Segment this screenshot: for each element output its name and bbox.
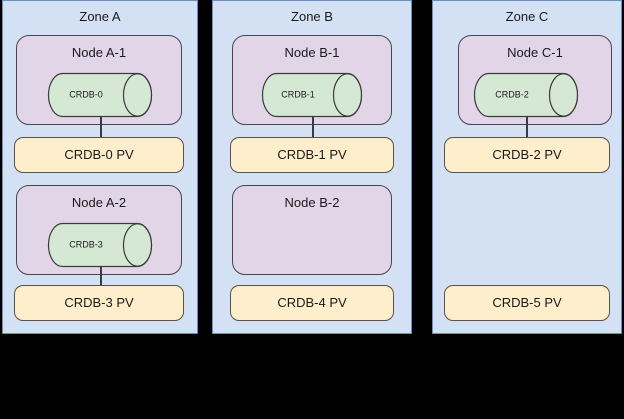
- node-title-node-b-2: Node B-2: [284, 195, 340, 210]
- persistent-volume-pv-crdb-4: CRDB-4 PV: [230, 285, 394, 321]
- database-label-crdb-2: CRDB-2: [495, 89, 529, 100]
- zone-title-zone-b: Zone B: [291, 9, 333, 24]
- node-title-node-a-1: Node A-1: [71, 45, 127, 60]
- node-title-node-b-1: Node B-1: [284, 45, 340, 60]
- persistent-volume-pv-crdb-1: CRDB-1 PV: [230, 137, 394, 173]
- persistent-volume-label-pv-crdb-2: CRDB-2 PV: [492, 147, 562, 162]
- persistent-volume-pv-crdb-3: CRDB-3 PV: [14, 285, 184, 321]
- cylinder-shape-icon: [47, 222, 153, 268]
- connector-line-node-b-1: [312, 117, 314, 141]
- persistent-volume-label-pv-crdb-0: CRDB-0 PV: [64, 147, 134, 162]
- zone-title-zone-a: Zone A: [79, 9, 121, 24]
- database-label-crdb-0: CRDB-0: [69, 89, 103, 100]
- database-label-crdb-1: CRDB-1: [281, 89, 315, 100]
- cylinder-shape-icon: [473, 72, 579, 118]
- database-cylinder-crdb-0: CRDB-0: [47, 72, 153, 118]
- database-cylinder-crdb-3: CRDB-3: [47, 222, 153, 268]
- cylinder-shape-icon: [47, 72, 153, 118]
- node-title-node-a-2: Node A-2: [71, 195, 127, 210]
- node-title-node-c-1: Node C-1: [507, 45, 563, 60]
- persistent-volume-label-pv-crdb-4: CRDB-4 PV: [277, 295, 347, 310]
- persistent-volume-label-pv-crdb-1: CRDB-1 PV: [277, 147, 347, 162]
- connector-line-node-a-1: [100, 117, 102, 141]
- connector-line-node-c-1: [526, 117, 528, 141]
- database-label-crdb-3: CRDB-3: [69, 239, 103, 250]
- database-cylinder-crdb-2: CRDB-2: [473, 72, 579, 118]
- cylinder-shape-icon: [261, 72, 363, 118]
- persistent-volume-label-pv-crdb-5: CRDB-5 PV: [492, 295, 562, 310]
- persistent-volume-pv-crdb-0: CRDB-0 PV: [14, 137, 184, 173]
- node-box-node-b-2: Node B-2: [232, 185, 392, 275]
- connector-line-node-a-2: [100, 267, 102, 291]
- persistent-volume-pv-crdb-2: CRDB-2 PV: [444, 137, 610, 173]
- persistent-volume-label-pv-crdb-3: CRDB-3 PV: [64, 295, 134, 310]
- persistent-volume-pv-crdb-5: CRDB-5 PV: [444, 285, 610, 321]
- database-cylinder-crdb-1: CRDB-1: [261, 72, 363, 118]
- zone-title-zone-c: Zone C: [505, 9, 549, 24]
